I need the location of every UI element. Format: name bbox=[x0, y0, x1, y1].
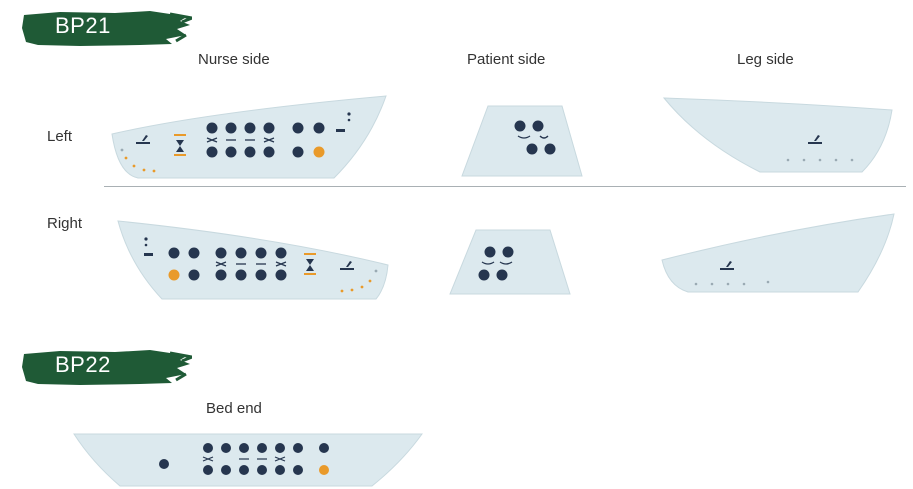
control-button[interactable] bbox=[275, 443, 285, 453]
bed-position-icon bbox=[808, 135, 822, 144]
right-patient-side-panel bbox=[449, 229, 571, 295]
tilt-icon bbox=[174, 134, 186, 156]
bed-position-icon bbox=[720, 261, 734, 270]
bp22-badge bbox=[22, 350, 192, 385]
control-button[interactable] bbox=[225, 146, 237, 158]
control-button[interactable] bbox=[206, 146, 218, 158]
control-button[interactable] bbox=[257, 465, 267, 475]
control-button[interactable] bbox=[532, 120, 544, 132]
row-divider bbox=[104, 186, 906, 187]
row-label-left: Left bbox=[47, 128, 73, 145]
indicator-dots bbox=[694, 280, 770, 286]
control-button[interactable] bbox=[159, 459, 169, 469]
control-button[interactable] bbox=[292, 146, 304, 158]
control-button[interactable] bbox=[215, 269, 227, 281]
control-button[interactable] bbox=[263, 146, 275, 158]
control-button[interactable] bbox=[239, 443, 249, 453]
lock-button[interactable] bbox=[313, 146, 325, 158]
button-row-top bbox=[203, 443, 329, 453]
lock-button[interactable] bbox=[319, 465, 329, 475]
button-row-top bbox=[206, 122, 325, 134]
control-button[interactable] bbox=[275, 269, 287, 281]
control-button[interactable] bbox=[255, 269, 267, 281]
control-button[interactable] bbox=[221, 443, 231, 453]
bp22-title: BP22 bbox=[55, 352, 111, 377]
control-button[interactable] bbox=[255, 247, 267, 259]
control-button[interactable] bbox=[292, 122, 304, 134]
control-button[interactable] bbox=[215, 247, 227, 259]
left-patient-side-panel bbox=[461, 105, 583, 177]
control-button[interactable] bbox=[313, 122, 325, 134]
control-button[interactable] bbox=[263, 122, 275, 134]
bed-end-label: Bed end bbox=[206, 400, 262, 417]
right-nurse-side-panel bbox=[117, 220, 389, 300]
control-button[interactable] bbox=[221, 465, 231, 475]
control-button[interactable] bbox=[478, 269, 490, 281]
control-button[interactable] bbox=[244, 146, 256, 158]
control-button[interactable] bbox=[484, 246, 496, 258]
button-row-bottom bbox=[203, 465, 329, 475]
right-leg-side-panel bbox=[661, 213, 895, 293]
control-button[interactable] bbox=[188, 269, 200, 281]
control-button[interactable] bbox=[188, 247, 200, 259]
bp21-title: BP21 bbox=[55, 13, 111, 38]
control-button[interactable] bbox=[168, 247, 180, 259]
battery-icon bbox=[144, 237, 153, 256]
bed-position-icon bbox=[136, 135, 150, 144]
control-button[interactable] bbox=[496, 269, 508, 281]
control-button[interactable] bbox=[514, 120, 526, 132]
lock-button[interactable] bbox=[168, 269, 180, 281]
left-nurse-side-panel bbox=[111, 95, 387, 179]
control-button[interactable] bbox=[526, 143, 538, 155]
control-button[interactable] bbox=[235, 247, 247, 259]
control-button[interactable] bbox=[235, 269, 247, 281]
control-button[interactable] bbox=[293, 465, 303, 475]
control-button[interactable] bbox=[239, 465, 249, 475]
control-button[interactable] bbox=[544, 143, 556, 155]
tilt-icon bbox=[304, 253, 316, 275]
battery-icon bbox=[336, 112, 351, 132]
link-symbols bbox=[202, 456, 286, 462]
left-leg-side-panel bbox=[662, 97, 893, 173]
control-button[interactable] bbox=[293, 443, 303, 453]
control-button[interactable] bbox=[275, 247, 287, 259]
link-symbols bbox=[206, 137, 275, 143]
control-button[interactable] bbox=[319, 443, 329, 453]
control-button[interactable] bbox=[203, 443, 213, 453]
control-button[interactable] bbox=[502, 246, 514, 258]
column-label-nurse-side: Nurse side bbox=[198, 51, 270, 68]
control-button[interactable] bbox=[206, 122, 218, 134]
indicator-dots bbox=[786, 158, 854, 162]
indicator-dots bbox=[120, 148, 156, 173]
control-button[interactable] bbox=[225, 122, 237, 134]
bed-position-icon bbox=[340, 261, 354, 270]
control-button[interactable] bbox=[244, 122, 256, 134]
bp21-badge bbox=[22, 11, 192, 46]
button-row-bottom bbox=[168, 269, 287, 281]
column-label-patient-side: Patient side bbox=[467, 51, 546, 68]
control-button[interactable] bbox=[203, 465, 213, 475]
control-button[interactable] bbox=[275, 465, 285, 475]
button-row-top bbox=[168, 247, 287, 259]
button-row-bottom bbox=[206, 146, 325, 158]
indicator-dots bbox=[340, 269, 378, 293]
control-button[interactable] bbox=[257, 443, 267, 453]
column-label-leg-side: Leg side bbox=[737, 51, 794, 68]
row-label-right: Right bbox=[47, 215, 83, 232]
link-symbols bbox=[215, 261, 287, 267]
bed-end-panel bbox=[73, 433, 423, 487]
